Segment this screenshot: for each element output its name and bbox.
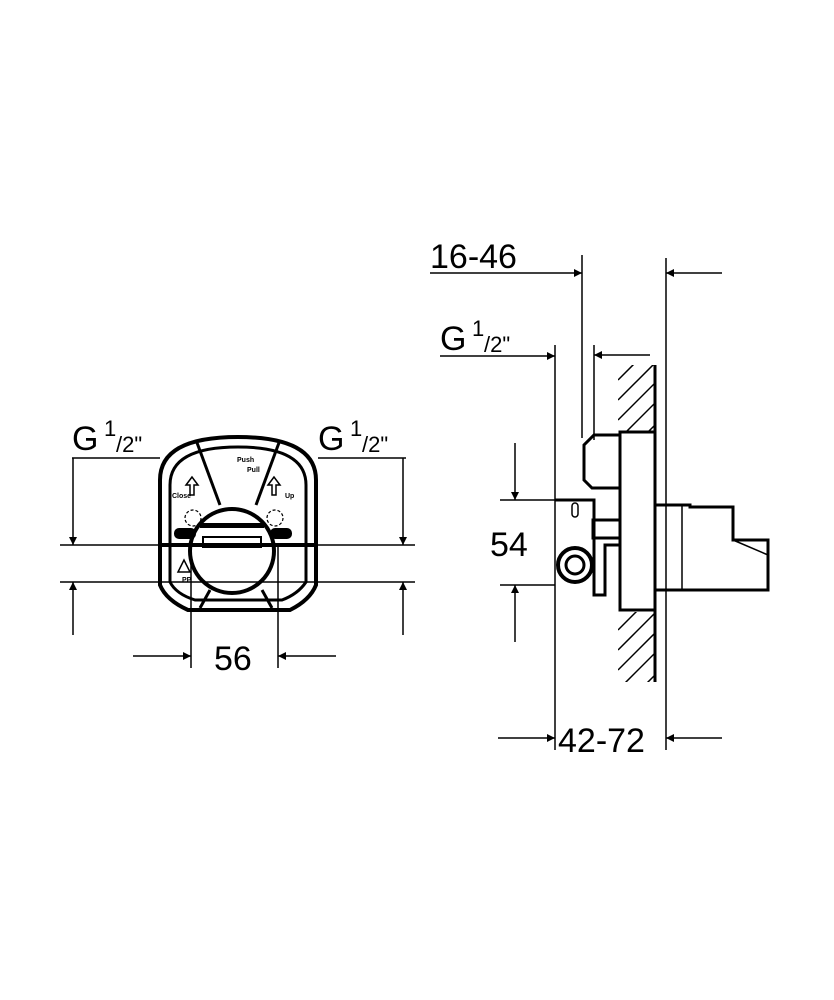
- svg-text:Pull: Pull: [247, 467, 260, 474]
- recycle-icon: [176, 558, 192, 573]
- height-dimension-label: 54: [490, 526, 528, 564]
- thread-label-left: G 1 /2": [72, 416, 142, 458]
- svg-text:Up: Up: [285, 493, 294, 500]
- svg-text:1: 1: [350, 416, 362, 441]
- svg-text:G: G: [318, 420, 344, 458]
- svg-text:Close: Close: [172, 493, 191, 500]
- svg-text:G: G: [72, 420, 98, 458]
- arrow-up-icon: [266, 475, 282, 496]
- svg-text:1: 1: [104, 416, 116, 441]
- thread-label-side: G 1 /2": [440, 316, 510, 358]
- arrow-up-icon: [184, 475, 200, 496]
- svg-text:PP: PP: [182, 577, 192, 584]
- valve-body-front: Close Up Push Pull PP: [158, 434, 318, 612]
- width-dimension-label: 56: [214, 640, 252, 678]
- front-view: G 1 /2" G 1 /2": [60, 416, 415, 678]
- depth-top-label: 16-46: [430, 238, 517, 276]
- svg-text:G: G: [440, 320, 466, 358]
- svg-text:/2": /2": [362, 432, 388, 457]
- thread-label-right: G 1 /2": [318, 416, 388, 458]
- svg-text:1: 1: [472, 316, 484, 341]
- svg-text:/2": /2": [116, 432, 142, 457]
- valve-body-side: [555, 430, 770, 612]
- depth-bottom-label: 42-72: [558, 722, 645, 760]
- side-view: 16-46 G 1 /2": [430, 238, 770, 760]
- svg-text:Push: Push: [237, 457, 254, 464]
- svg-text:/2": /2": [484, 332, 510, 357]
- wall-section: [618, 365, 657, 682]
